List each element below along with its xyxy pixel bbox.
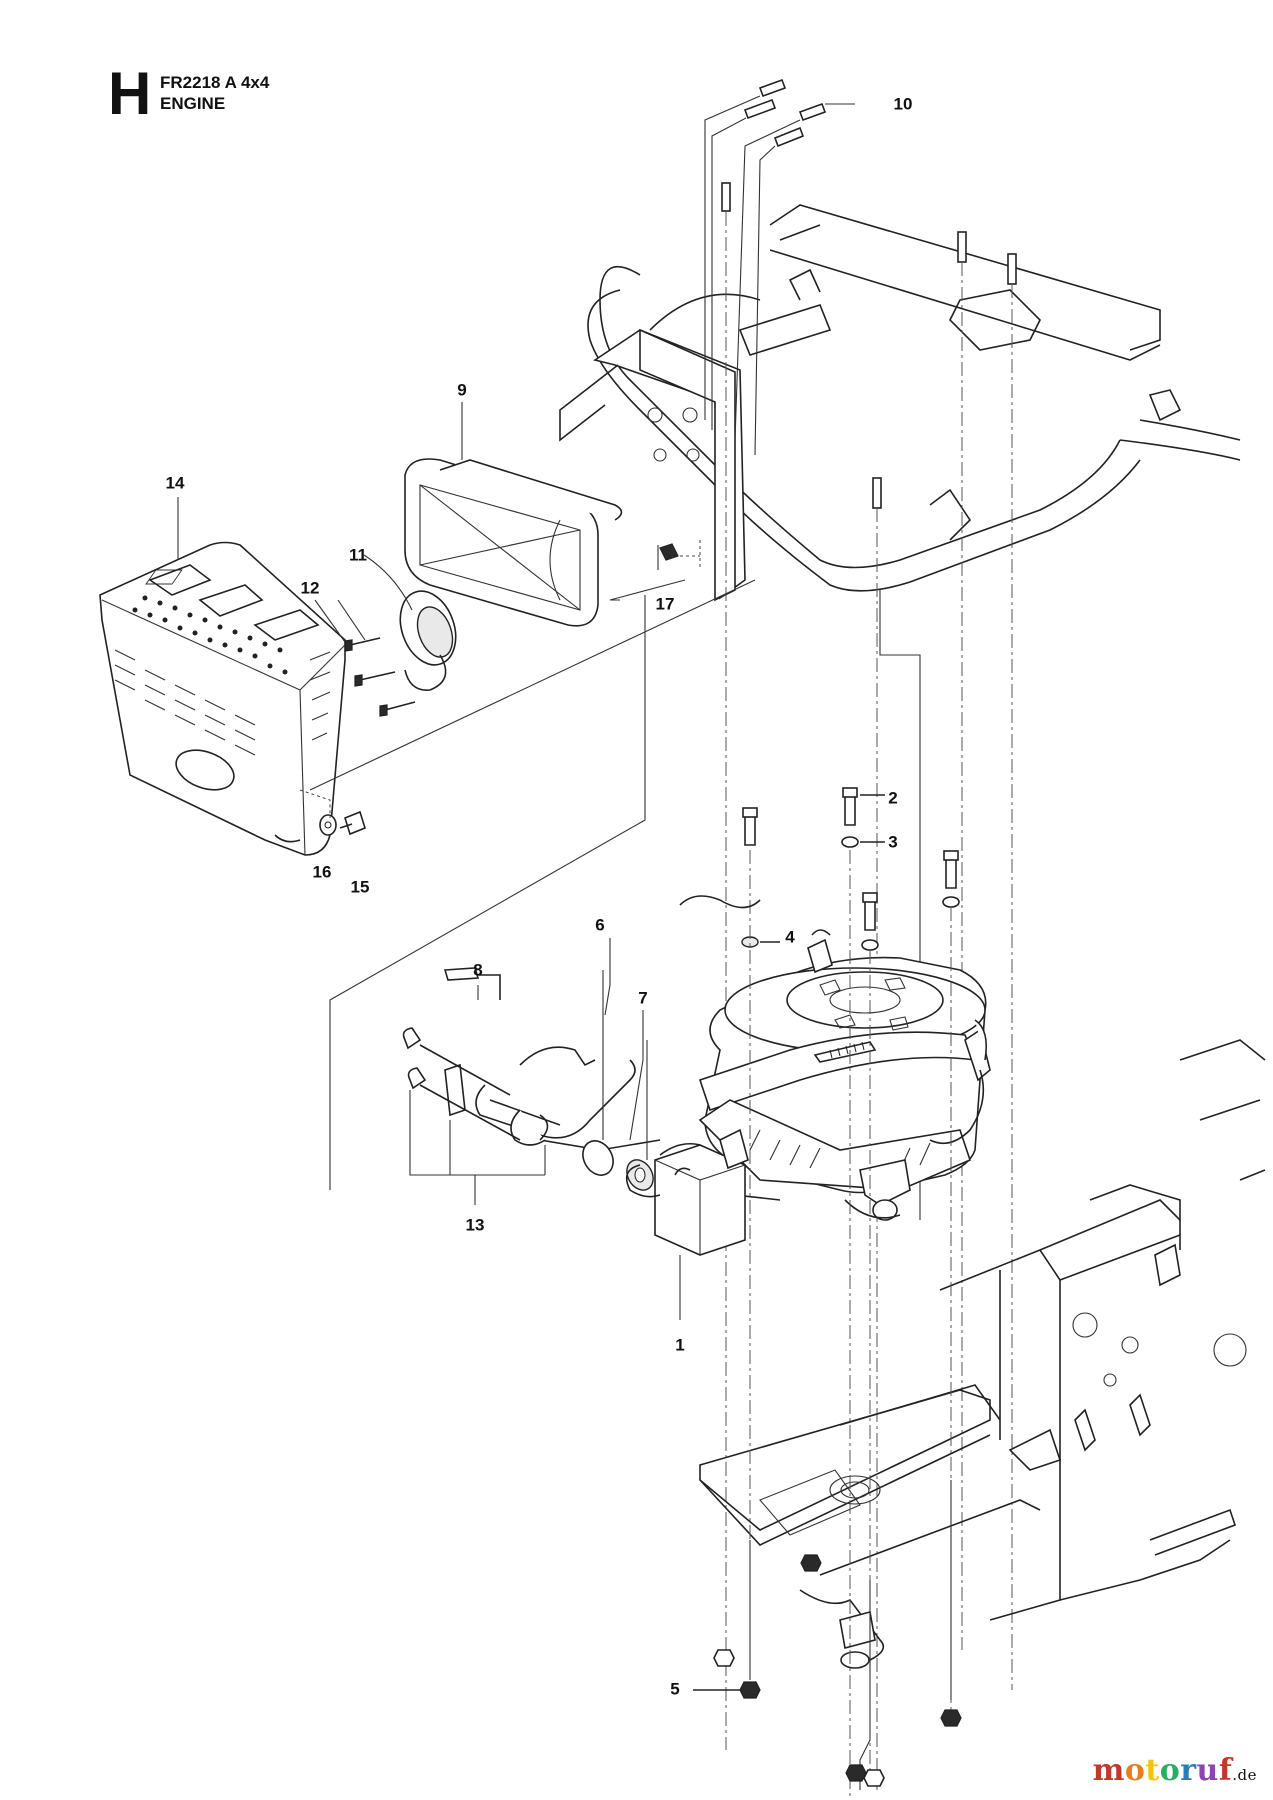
chassis-frame [587,204,1241,592]
callout-1: 1 [675,1335,685,1355]
callout-15: 15 [350,877,370,897]
brand-tld: .de [1232,1766,1257,1784]
callout-leaders [177,402,681,1320]
frame-bolts [721,182,1017,1790]
callout-2: 2 [888,788,898,808]
section-letter: H [108,60,152,127]
bolt-15-washer-16 [299,789,366,836]
callout-4: 4 [785,927,795,947]
brand-name: motoruf [1092,1753,1233,1788]
nuts-5 [693,1554,962,1787]
callout-12: 12 [300,578,320,598]
callout-3: 3 [888,832,898,852]
callout-11: 11 [349,545,367,565]
model-name: FR2218 A 4x4 [160,73,270,92]
engine-mount-bracket [559,328,746,602]
callout-7: 7 [638,988,648,1008]
screw-set-10 [704,78,855,456]
callout-8: 8 [473,960,483,980]
muffler-heat-shield [99,541,346,856]
callout-5: 5 [670,1679,680,1699]
engine-block [625,929,991,1305]
screws-12 [337,599,416,717]
nut-17 [659,540,701,570]
callout-16: 16 [312,862,332,882]
callout-13: 13 [465,1215,485,1235]
callout-9: 9 [457,380,467,400]
callout-6: 6 [595,915,605,935]
section-title: ENGINE [160,94,226,113]
callout-10: 10 [893,94,913,114]
base-plate [699,1039,1266,1669]
exhaust-pipe [402,967,661,1205]
engine-mount-bolts [679,787,960,1800]
muffler [404,458,623,627]
callout-17: 17 [655,594,675,614]
callout-14: 14 [165,473,185,493]
brand-logo: motoruf.de [1093,1756,1257,1786]
spark-arrestor [399,590,457,691]
